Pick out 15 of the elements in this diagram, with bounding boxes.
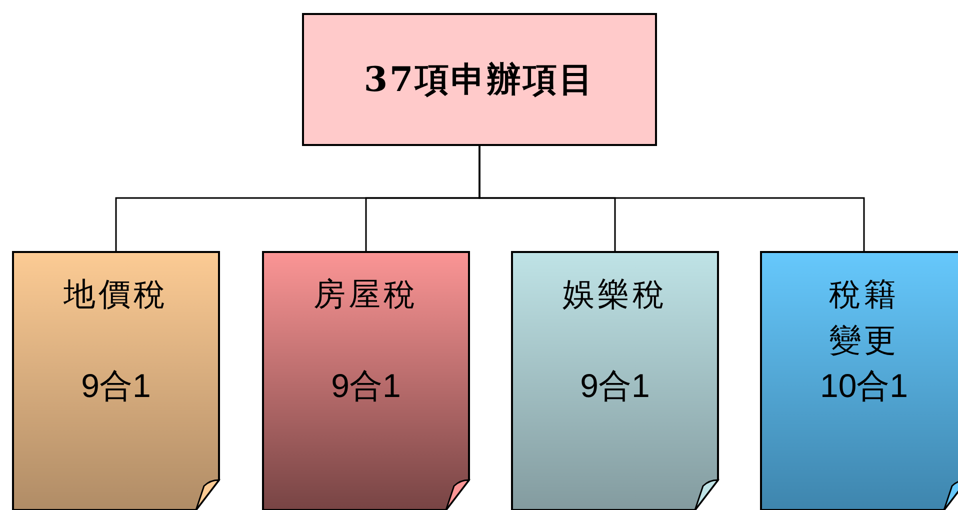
merge-count: 9合1 [580,366,650,406]
document-box [760,251,958,510]
tax-name: 娛樂稅 [562,274,668,315]
tax-name: 稅籍變更 [828,274,900,361]
tax-name: 房屋稅 [312,274,420,315]
document-box [511,251,719,510]
merge-count: 9合1 [331,366,401,406]
document-box [262,251,470,510]
tax-name: 地價稅 [62,274,170,315]
connector-line [478,146,865,251]
title-box [302,13,657,146]
merge-count: 10合1 [820,366,908,406]
document-box [12,251,220,510]
merge-count: 9合1 [81,366,151,406]
box-heading: 37項申辦項目 [364,58,596,102]
